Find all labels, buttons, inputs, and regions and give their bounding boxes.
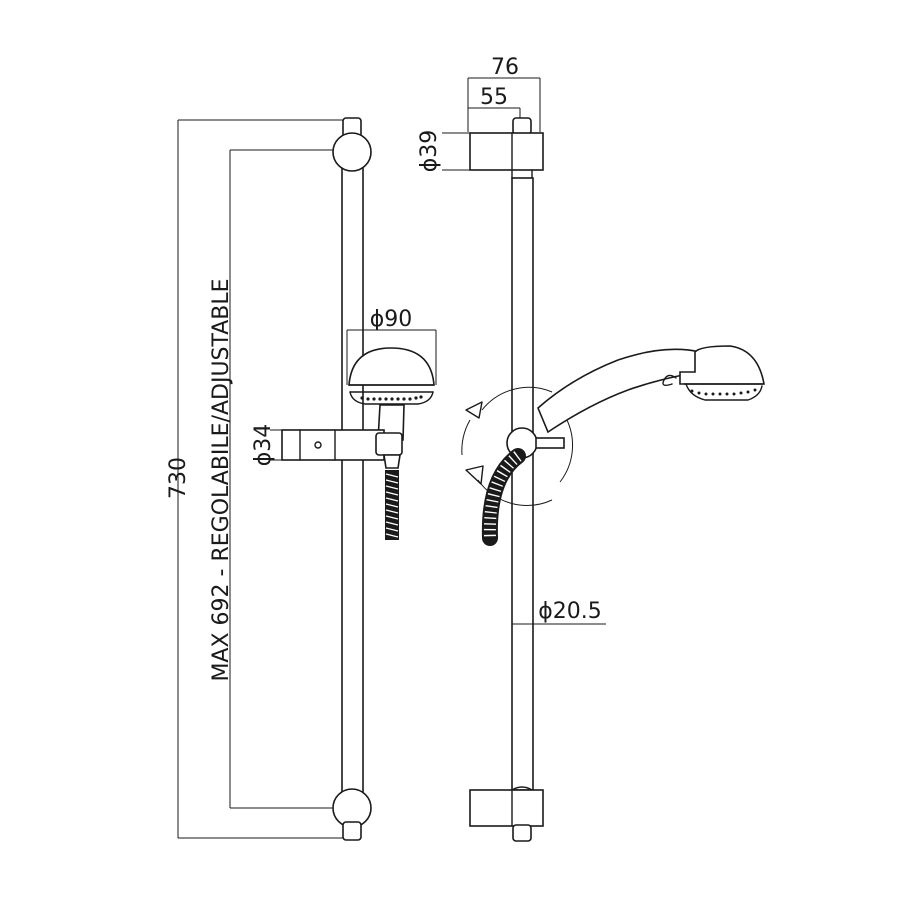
dimension-bracket-diameter: ϕ39 [417, 130, 470, 173]
rail-diameter-label: ϕ20.5 [538, 599, 602, 624]
rotation-indicator [461, 386, 574, 506]
side-view: 76 55 ϕ39 [417, 55, 765, 842]
dimension-rail-diameter: ϕ20.5 [512, 599, 606, 625]
bracket-depth-inner-label: 55 [480, 85, 508, 110]
dimension-adjustable-range: MAX 692 - REGOLABILE/ADJUSTABLE [209, 149, 338, 809]
slide-rail-side [511, 177, 534, 791]
slide-rail [341, 149, 364, 811]
total-length-label: 730 [166, 457, 191, 499]
dimension-bracket-depth-inner: 55 [468, 85, 521, 118]
slider-diameter-label: ϕ34 [251, 424, 276, 467]
rotation-arrow-down-icon [465, 465, 484, 485]
hose-side [481, 448, 526, 546]
hose-front [385, 470, 399, 540]
dimension-showerhead-diameter: ϕ90 [346, 307, 437, 385]
hand-shower-side [537, 345, 765, 434]
front-view: 730 MAX 692 - REGOLABILE/ADJUSTABLE ϕ90 [166, 117, 437, 841]
bracket-depth-outer-label: 76 [491, 55, 519, 80]
top-wall-bracket [469, 117, 544, 182]
bracket-diameter-label: ϕ39 [417, 130, 442, 173]
dimension-total-length: 730 [166, 119, 352, 839]
adjustable-range-label: MAX 692 - REGOLABILE/ADJUSTABLE [209, 278, 234, 681]
top-end-cap [332, 117, 372, 172]
dimension-bracket-depth-outer: 76 [467, 55, 541, 132]
spray-nozzles-side [690, 388, 757, 396]
showerhead-diameter-label: ϕ90 [370, 307, 413, 332]
slider-bracket-front: ϕ34 [251, 424, 403, 469]
bottom-wall-bracket [469, 786, 544, 842]
bottom-end-cap [332, 788, 372, 841]
spray-nozzles [360, 395, 423, 401]
rotation-arrow-up-icon [465, 401, 483, 419]
